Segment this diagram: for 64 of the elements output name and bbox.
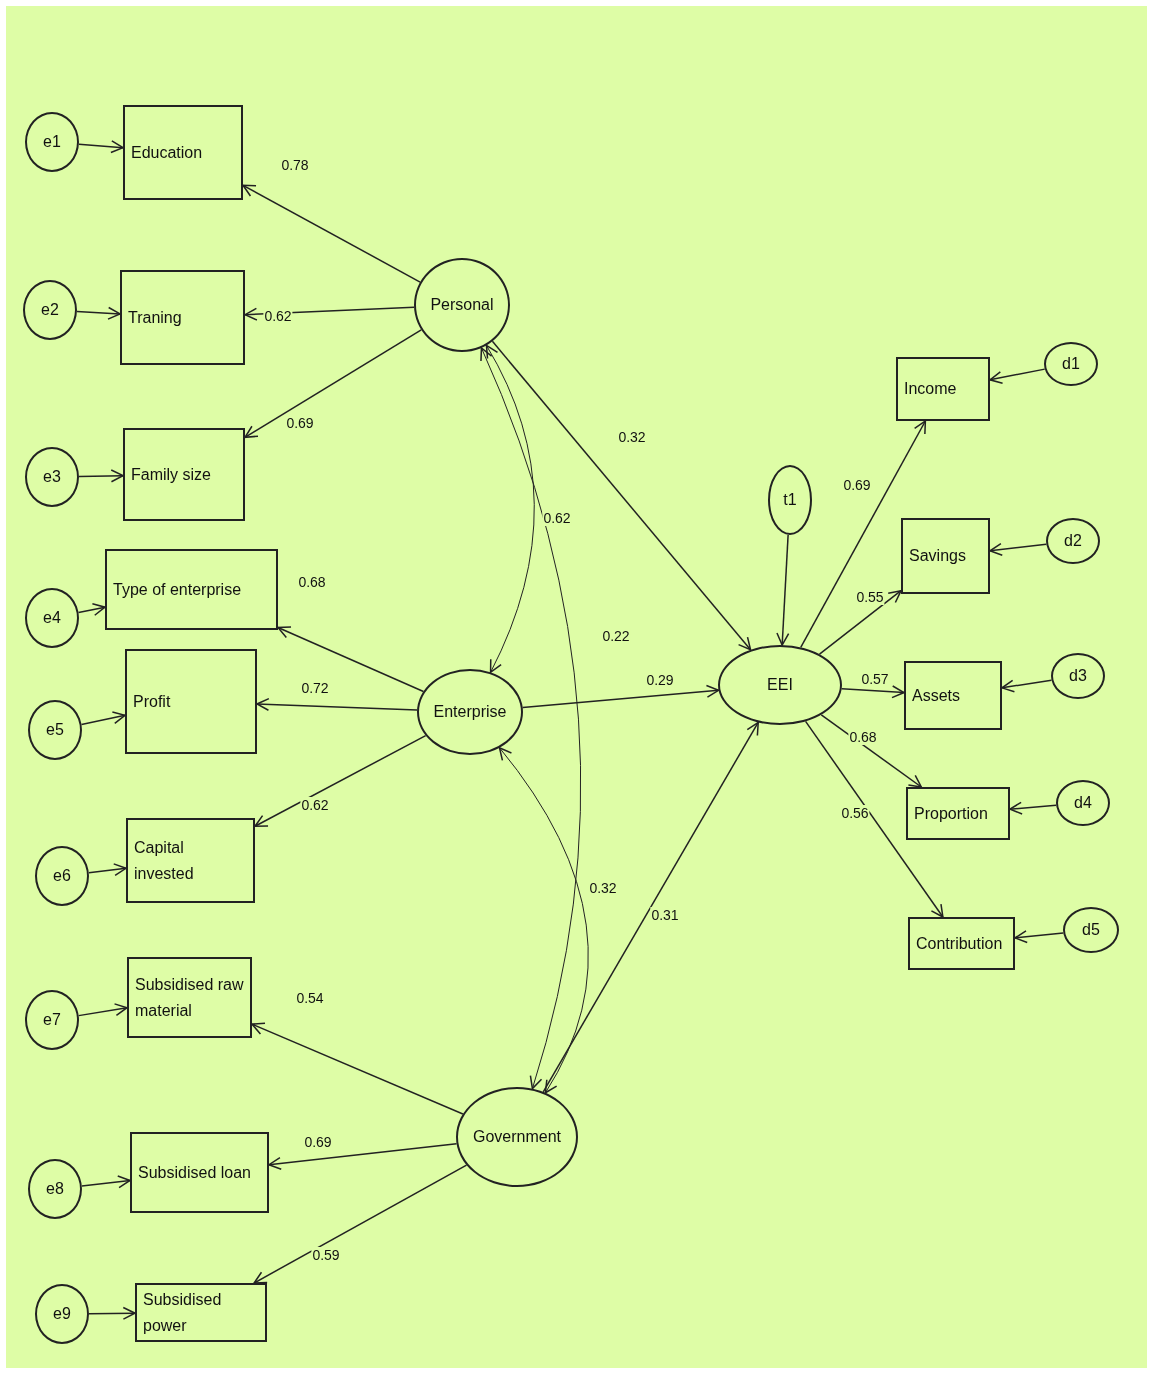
path-arrow [77,1003,128,1017]
path-arrow [244,329,422,439]
path-arrow [251,1022,464,1115]
path-arrow [1014,930,1064,944]
edge-label: 0.68 [297,574,327,590]
edge-label: 0.69 [303,1134,333,1150]
edge-label: 0.22 [601,628,631,644]
path-arrow [88,1306,136,1320]
edge-label: 0.31 [650,907,680,923]
indicator-box: Income [896,357,990,421]
edge-label: 0.62 [263,308,293,324]
indicator-box: Proportion [906,787,1010,840]
indicator-box: Family size [123,428,245,521]
edge-label: 0.62 [542,510,572,526]
edge-label: 0.62 [300,797,330,813]
indicator-box: Capital invested [126,818,255,903]
path-arrow [88,863,127,877]
path-arrow [491,340,752,651]
edge-label: 0.59 [311,1247,341,1263]
path-arrow [78,469,124,483]
indicator-box: Traning [120,270,245,365]
indicator-box: Profit [125,649,257,754]
edge-label: 0.32 [617,429,647,445]
indicator-box: Contribution [908,917,1015,970]
edge-label: 0.54 [295,990,325,1006]
path-arrow [1009,801,1057,815]
path-arrow [76,306,121,320]
path-arrow [521,684,720,709]
path-arrow [1001,679,1053,693]
path-arrow [776,534,790,646]
edge-label: 0.68 [848,729,878,745]
indicator-box: Education [123,105,243,200]
edge-label: 0.29 [645,672,675,688]
edge-label: 0.69 [842,477,872,493]
indicator-box: Subsidised raw material [127,957,252,1038]
covariance-arrow [485,344,535,674]
path-arrow [268,1143,458,1170]
indicator-box: Subsidised loan [130,1132,269,1213]
path-arrow [820,714,923,788]
path-arrow [818,589,902,655]
covariance-arrow [479,347,582,1090]
indicator-box: Subsidised power [135,1283,267,1342]
path-arrow [78,140,124,154]
edge-label: 0.32 [588,880,618,896]
indicator-box: Type of enterprise [105,549,278,630]
edge-label: 0.72 [300,680,330,696]
path-arrow [989,368,1046,385]
path-arrow [77,603,106,616]
edge-label: 0.69 [285,415,315,431]
path-arrow [256,697,418,711]
edge-label: 0.56 [840,805,870,821]
edge-label: 0.78 [280,157,310,173]
path-arrow [253,1164,468,1284]
path-arrow [989,542,1047,556]
edge-label: 0.57 [860,671,890,687]
path-arrow [81,1175,131,1189]
indicator-box: Savings [901,518,990,594]
path-arrow [254,734,427,827]
covariance-arrow [498,746,589,1094]
path-arrow [80,711,126,726]
indicator-box: Assets [904,661,1002,730]
path-arrow [242,184,421,283]
path-arrow [841,685,905,699]
edge-label: 0.55 [855,589,885,605]
